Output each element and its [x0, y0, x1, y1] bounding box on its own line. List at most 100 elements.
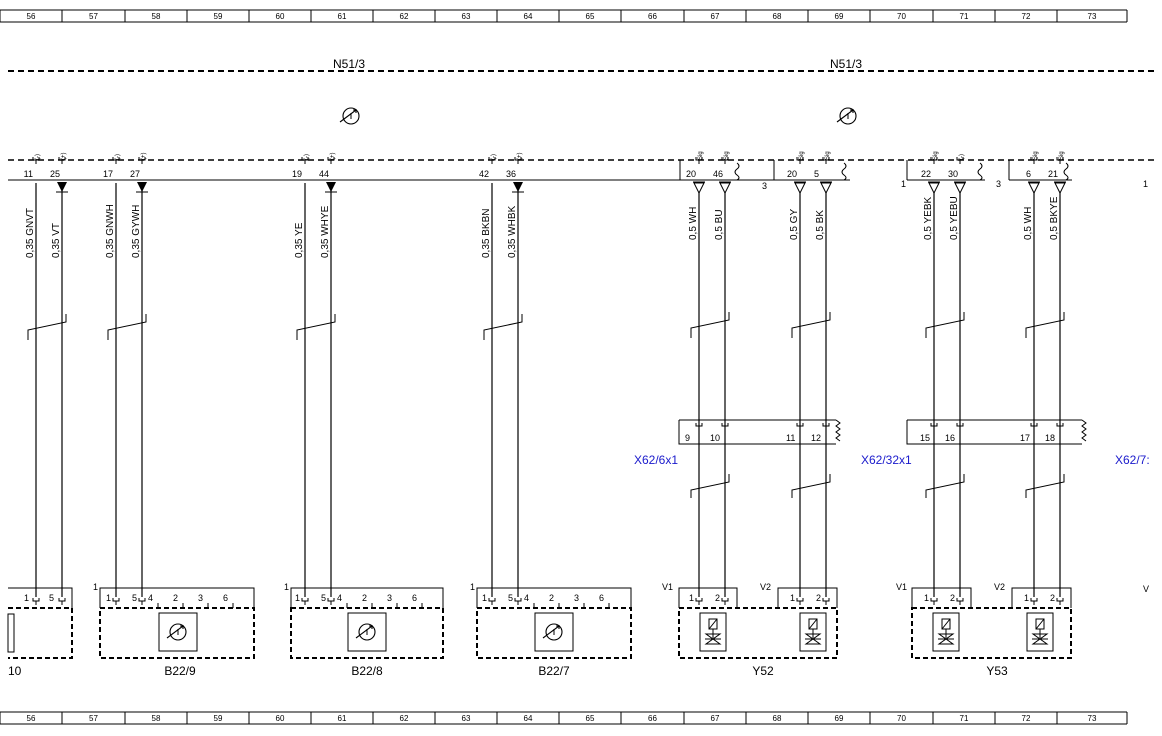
sensor-icon: [166, 623, 187, 641]
pin-contact: [488, 597, 496, 606]
box-pin: 1: [790, 593, 795, 603]
ruler-label: 72: [1022, 12, 1031, 21]
wire-break: [1025, 312, 1065, 338]
box-pin: 6: [412, 593, 417, 603]
wire-break: [925, 312, 965, 338]
ruler-label: 60: [276, 714, 285, 723]
pin-number: 22: [921, 169, 931, 179]
contact-icon: [793, 181, 807, 194]
separation-label: X62/32x1: [861, 453, 912, 467]
ruler-label: 66: [648, 714, 657, 723]
pin-signal: Sig: [825, 151, 831, 160]
box-pin: 5: [49, 593, 54, 603]
wire-label: 0,5 YEBK: [923, 196, 934, 240]
valve-wire: Sig 22 0,5 YEBK 15: [920, 151, 941, 606]
ruler-label: 73: [1088, 714, 1097, 723]
wire-break: [483, 314, 523, 340]
box-pin: 6: [223, 593, 228, 603]
box-pin: 3: [387, 593, 392, 603]
pin-polarity: (+): [517, 152, 523, 160]
ruler-label: 69: [835, 714, 844, 723]
pin-number: 46: [713, 169, 723, 179]
component-label: Y52: [752, 664, 774, 678]
component-outline: [290, 607, 444, 659]
box-pin: 1: [482, 593, 487, 603]
pin-signal: (-): [959, 154, 965, 160]
pin-polarity: (-): [35, 154, 41, 160]
component-label: B22/9: [164, 664, 196, 678]
contact-icon: [927, 181, 941, 194]
module-n51-3: N51/3 N51/3: [8, 57, 1158, 181]
component-outline: [476, 607, 632, 659]
module-label: N51/3: [830, 57, 862, 71]
ruler-label: 71: [960, 714, 969, 723]
module-label: N51/3: [333, 57, 365, 71]
pin-polarity: (-): [115, 154, 121, 160]
contact-icon: [718, 181, 732, 194]
separation-pin: 15: [920, 433, 930, 443]
box-pin: 1: [1024, 593, 1029, 603]
box-pin: 4: [524, 593, 529, 603]
ruler-label: 62: [400, 714, 409, 723]
pin-contact: [796, 597, 804, 606]
pin-signal: Sig: [724, 151, 730, 160]
ruler-label: 58: [152, 714, 161, 723]
pin-number: 20: [787, 169, 797, 179]
connector-mark: 1: [1143, 179, 1148, 189]
wire-break: [690, 312, 730, 338]
contact-icon: [692, 181, 706, 194]
ruler-label: 68: [773, 714, 782, 723]
connector-lead: 1: [470, 582, 475, 592]
pin-number: 25: [50, 169, 60, 179]
pin-polarity: (-): [304, 154, 310, 160]
pin-polarity: (-): [491, 154, 497, 160]
wire-break: [107, 314, 147, 340]
pin-number: 44: [319, 169, 329, 179]
separation-pin: 9: [685, 433, 690, 443]
separation-points: X62/6x1 X62/32x1 X62/7:: [634, 419, 1150, 467]
pin-number: 5: [814, 169, 819, 179]
pin-polarity: (+): [61, 152, 67, 160]
ruler-label: 64: [524, 12, 533, 21]
sensor-wire: (+)250,35 VT: [27, 152, 69, 606]
solenoid-valve-icon: [799, 612, 827, 652]
ruler-label: 62: [400, 12, 409, 21]
separation-pin: 12: [811, 433, 821, 443]
pin-signal: Sig: [799, 151, 805, 160]
box-pin: 2: [816, 593, 821, 603]
sensor-wire: (+)360,35 WHBK: [483, 152, 525, 606]
pin-polarity: (+): [141, 152, 147, 160]
ruler-label: 57: [89, 714, 98, 723]
ground-icon: [135, 181, 149, 193]
ruler-label: 59: [214, 12, 223, 21]
pin-signal: Sig: [933, 151, 939, 160]
pin-contact: [58, 597, 66, 606]
separation-pin: 11: [786, 433, 795, 443]
edge-label: V: [1143, 584, 1149, 594]
sensor-wire: (-)170,35 GNWH: [103, 154, 121, 606]
component-label: 10: [8, 664, 22, 678]
wire-label: 0,5 BK: [815, 210, 826, 240]
pin-polarity: (+): [330, 152, 336, 160]
box-pin: 2: [362, 593, 367, 603]
box-pin: 4: [337, 593, 342, 603]
sensor-wire: (-)190,35 YE: [292, 154, 310, 606]
connector-marks: 3 3 1 1: [762, 179, 1148, 191]
wire-break: [296, 314, 336, 340]
pin-contact: [138, 597, 146, 606]
ruler-label: 58: [152, 12, 161, 21]
connector-lead: 1: [93, 582, 98, 592]
pin-number: 17: [103, 169, 113, 179]
ruler-label: 56: [27, 714, 36, 723]
separation-pin: 16: [945, 433, 955, 443]
pin-number: 30: [948, 169, 958, 179]
ruler-label: 69: [835, 12, 844, 21]
pin-contact: [32, 597, 40, 606]
wire-break: [791, 312, 831, 338]
pin-contact: [822, 597, 830, 606]
pin-contact: [956, 597, 964, 606]
